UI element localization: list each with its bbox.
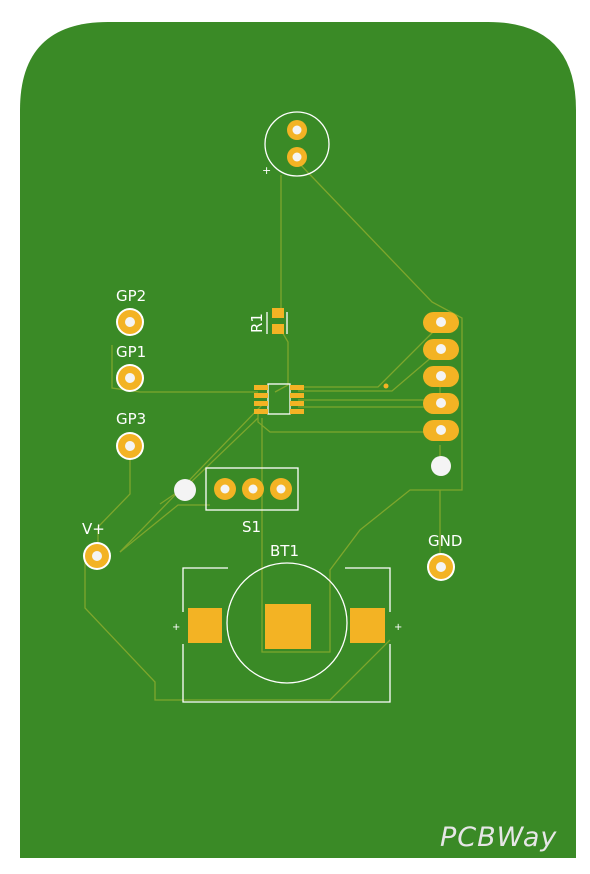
copper-pads: [83, 120, 459, 649]
label-gp2: GP2: [116, 287, 146, 305]
mounting-hole-left: [174, 479, 196, 501]
battery-pad-center: [265, 604, 311, 649]
led-pad-1: [287, 120, 307, 140]
vplus-pad[interactable]: [83, 542, 111, 570]
header-pin-5: [423, 420, 459, 441]
silkscreen: [182, 111, 391, 703]
ic-pads: [254, 385, 304, 414]
resistor-pad-top: [272, 308, 284, 318]
ic-u1-outline: [267, 383, 291, 415]
switch-pin-3: [270, 478, 292, 500]
battery-plus-mark-right: +: [394, 622, 402, 633]
header-pin-1: [423, 312, 459, 333]
label-gp3: GP3: [116, 410, 146, 428]
battery-pad-right: [350, 608, 385, 643]
header-pin-4: [423, 393, 459, 414]
header-pin-2: [423, 339, 459, 360]
mounting-hole-right: [431, 456, 451, 476]
header-pin-3: [423, 366, 459, 387]
led-pad-2: [287, 147, 307, 167]
gnd-pad[interactable]: [427, 553, 455, 581]
gp3-pad[interactable]: [116, 432, 144, 460]
board-outline: [20, 22, 576, 858]
battery-plus-mark-left: +: [172, 622, 180, 633]
label-vplus: V+: [82, 520, 105, 538]
switch-pin-1: [214, 478, 236, 500]
resistor-pad-bottom: [272, 324, 284, 334]
label-bt1: BT1: [270, 542, 299, 560]
gp2-pad[interactable]: [116, 308, 144, 336]
led-outline: [264, 111, 330, 177]
switch-pin-2: [242, 478, 264, 500]
label-gnd: GND: [428, 532, 462, 550]
battery-bt1-outline: [226, 562, 348, 684]
resistor-r1-outline: [266, 312, 288, 334]
pcbway-watermark: PCBWay: [440, 822, 557, 853]
switch-s1-outline: [205, 467, 299, 511]
label-gp1: GP1: [116, 343, 146, 361]
gp1-pad[interactable]: [116, 364, 144, 392]
via: [383, 383, 389, 389]
label-s1: S1: [242, 518, 261, 536]
led-plus-mark: +: [262, 164, 271, 177]
battery-holder-outline: [182, 567, 391, 703]
label-r1: R1: [248, 313, 266, 333]
battery-pad-left: [188, 608, 222, 643]
